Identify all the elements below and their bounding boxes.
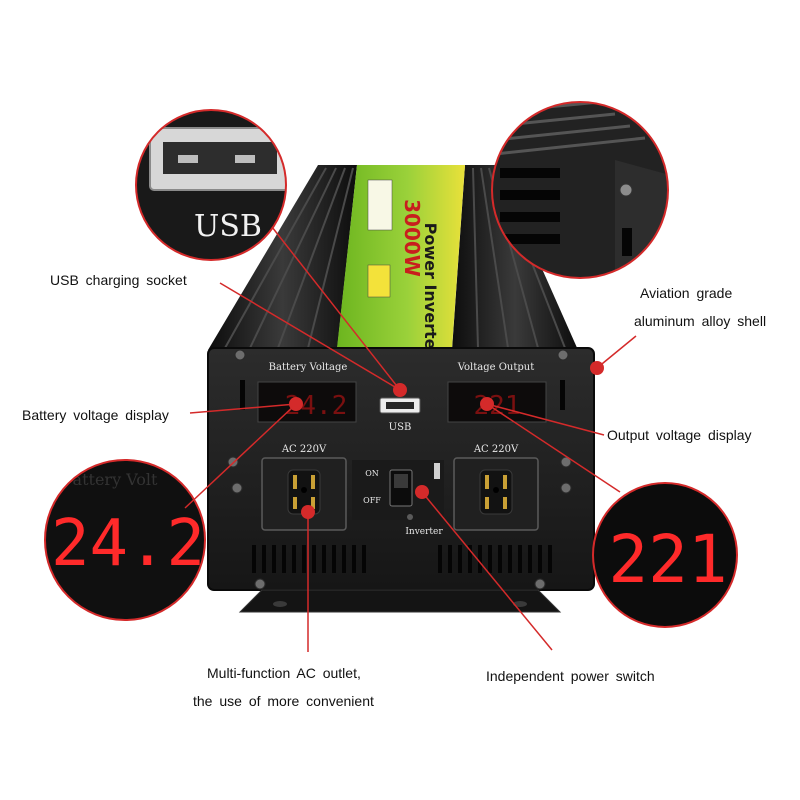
label-product-title: Power Inverter <box>421 223 440 358</box>
ac-right-label: AC 220V <box>473 444 519 455</box>
switch-on-label: ON <box>365 469 379 478</box>
indicator-led <box>407 514 413 520</box>
leader-endpoints <box>289 361 604 519</box>
label-yellow-box <box>367 264 391 298</box>
callout-ac-outlet-line2: the use of more convenient <box>193 693 374 709</box>
label-info-box <box>367 179 393 231</box>
callout-aviation-line2: aluminum alloy shell <box>634 313 767 329</box>
screw-icon <box>557 349 569 361</box>
callout-power-switch: Independent power switch <box>486 668 655 684</box>
top-fins-right <box>452 165 578 350</box>
output-zoom-reading: 221 <box>608 521 727 598</box>
callout-ac-outlet-line1: Multi-function AC outlet, <box>207 665 361 681</box>
screw-icon <box>619 183 633 197</box>
screw-icon <box>254 578 266 590</box>
switch-side-tab <box>434 463 440 479</box>
battery-panel-title: Battery Voltage <box>269 362 348 373</box>
usb-port-label: USB <box>389 422 412 433</box>
zoom-battery-reading: attery Volt 24.2 <box>44 459 206 621</box>
ac-left-label: AC 220V <box>281 444 327 455</box>
callout-battery-display: Battery voltage display <box>22 407 169 423</box>
switch-label: Inverter <box>405 527 443 537</box>
switch-off-label: OFF <box>363 496 381 505</box>
callout-output-display: Output voltage display <box>607 427 752 443</box>
battery-display-window <box>257 381 357 423</box>
callout-usb-socket: USB charging socket <box>50 272 187 288</box>
battery-zoom-faded-text: attery Volt <box>73 470 158 489</box>
inverter-body: 3000W Power Inverter Battery Voltage 24.… <box>207 165 595 613</box>
mounting-foot <box>238 589 562 613</box>
battery-zoom-reading: 24.2 <box>51 507 205 581</box>
screw-icon <box>534 578 546 590</box>
zoom-output-reading: 221 <box>592 482 738 628</box>
screw-icon <box>234 349 246 361</box>
leader-lines <box>184 226 637 652</box>
zoom-usb: USB <box>135 109 287 261</box>
callout-aviation-line1: Aviation grade <box>640 285 733 301</box>
usb-zoom-text: USB <box>194 209 262 244</box>
screw-icon <box>231 482 243 494</box>
label-power-rating: 3000W <box>400 199 424 277</box>
screw-icon <box>560 482 572 494</box>
output-panel-title: Voltage Output <box>457 362 535 373</box>
